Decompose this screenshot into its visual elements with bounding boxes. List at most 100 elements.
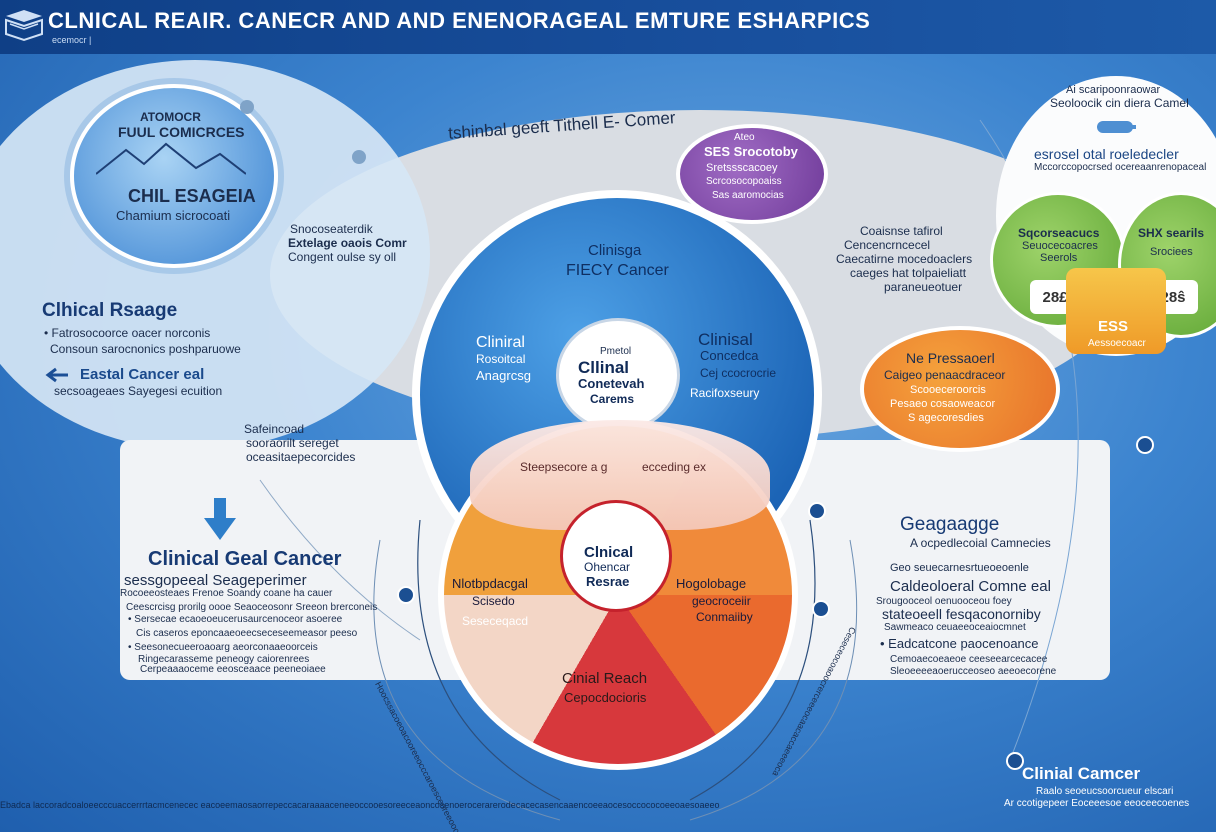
orange-line1: Ne Pressaoerl: [906, 350, 995, 366]
blue-top-line2: FIECY Cancer: [566, 262, 669, 279]
green-right-line2: Srociees: [1150, 246, 1193, 258]
center-line1: Cllinal: [578, 358, 630, 377]
bottom-lower-line1: Cinial Reach: [562, 670, 648, 687]
orbit-dot: [1136, 436, 1154, 454]
left-bottom-line4: Cis caseros eponcaaeoeecseceseemeasor pe…: [136, 628, 358, 639]
blue-right-line3: Cej ccocrocrie: [700, 366, 777, 380]
mid-right-line1: Coaisnse tafirol: [860, 224, 943, 238]
right-bottom-line7: • Eadcatcone paocenoance: [880, 636, 1039, 651]
right-bottom-line6: Sawmeaco ceuaeeoceaiocmnet: [884, 622, 1026, 633]
mid-right-line2: Cencencrncecel: [844, 238, 931, 252]
right-top-line1: Ai scaripoonraowar: [1066, 84, 1161, 96]
orbit-dot: [397, 586, 415, 604]
right-top-line2: Seoloocik cin diera Camel: [1050, 96, 1189, 110]
blue-right-line2: Concedca: [700, 348, 759, 363]
center-line3: Carems: [590, 392, 635, 406]
bottom-left-line1: Nlotbpdacgal: [452, 576, 528, 591]
bottom-top-right: ecceding ex: [642, 460, 707, 474]
blue-left-line2: Rosoitcal: [476, 352, 526, 366]
header-tag: ecemocr |: [52, 35, 92, 45]
right-bottom-line4: Srougooceol oenuooceou foey: [876, 596, 1012, 607]
left-circle-line3: CHIL ESAGEIA: [128, 186, 256, 206]
blue-right-line1: Clinisal: [698, 330, 753, 349]
purple-line5: Sas aaromocias: [712, 190, 784, 201]
right-bottom-line5: stateoeell fesqaconorniby: [882, 606, 1041, 622]
blue-left-line1: Cliniral: [476, 334, 525, 351]
center-line2: Conetevah: [578, 376, 645, 391]
orange-line3: Scooeceroorcis: [910, 384, 986, 396]
left-side-line2: Extelage oaois Comr: [288, 236, 407, 250]
left-block-line2: Consoun sarocnonics poshparuowe: [50, 342, 241, 356]
arrow-down-icon: [204, 498, 236, 540]
left-bottom-line3: • Sersecae ecaoeoeucerusaurcenoceor asoe…: [128, 614, 343, 625]
capsule-icon: [1097, 121, 1136, 133]
bottom-center-circle: [560, 500, 672, 612]
left-lower-line1: Safeincoad: [244, 422, 305, 436]
left-block-heading: Clhical Rsaage: [42, 300, 178, 321]
mid-right-line5: paraneueotuer: [884, 280, 963, 294]
mountain-icon: [96, 142, 246, 175]
page-title: CLNICAL REAIR. CANECR AND AND ENENORAGEA…: [48, 8, 871, 33]
purple-bubble: [676, 124, 828, 224]
blue-top-line1: Clinisga: [588, 242, 642, 259]
left-bottom-sub: sessgopeeal Seageperimer: [124, 572, 307, 589]
right-bottom-line2: Geo seuecarnesrtueoeoenle: [890, 562, 1029, 574]
header-bar: CLNICAL REAIR. CANECR AND AND ENENORAGEA…: [0, 0, 1216, 54]
left-block-subheading: Eastal Cancer eal: [80, 366, 205, 383]
left-bottom-line6: Ringecarasseme peneogy caiorenrees: [138, 654, 310, 665]
center-white-circle: [556, 318, 680, 432]
left-block-line1: • Fatrosocoorce oacer norconis: [44, 326, 211, 340]
left-circle-line1: ATOMOCR: [140, 110, 201, 124]
bottom-center-line1: Clnical: [584, 544, 634, 561]
blue-left-line3: Anagrcsg: [476, 368, 531, 383]
blue-right-line4: Racifoxseury: [690, 386, 760, 400]
right-bottom-line8: Cemoaecoeaeoe ceeseearcecacee: [890, 654, 1048, 665]
orbit-dot: [240, 100, 254, 114]
right-bottom-line9: Sleoeeeeaoerucceoseo aeeoecorene: [890, 666, 1057, 677]
center-small-label: Pmetol: [600, 346, 632, 357]
bottom-left-line2: Scisedo: [472, 594, 515, 608]
bottom-right-heading: Clinial Camcer: [1022, 764, 1141, 783]
yellow-box: [1066, 268, 1166, 354]
orange-line4: Pesaeo cosaoweacor: [890, 398, 996, 410]
green-left-line1: Sqcorseacucs: [1018, 226, 1100, 240]
purple-line2: SES Srocotoby: [704, 144, 798, 159]
bottom-center-line3: Resrae: [586, 574, 630, 589]
purple-line4: Scrcosocopoaiss: [706, 176, 782, 187]
green-left-line3: Seerols: [1040, 252, 1078, 264]
bottom-right-line3: Conmaiiby: [696, 610, 753, 624]
bottom-right-line2: geocroceiir: [692, 594, 751, 608]
left-top-circle: [70, 84, 278, 268]
left-side-line1: Snocoseaterdik: [290, 222, 373, 236]
bottom-top-left: Steepsecore a g: [520, 460, 608, 474]
left-lower-line3: oceasitaepecorcides: [246, 450, 356, 464]
orbit-dot: [1006, 752, 1024, 770]
left-bottom-line5: • Seesonecueeroaoarg aeorconaaeoorceis: [128, 642, 318, 653]
purple-line1: Ateo: [734, 132, 755, 143]
arrow-left-icon: [45, 367, 68, 383]
right-bottom-heading: Geagaagge: [900, 514, 1000, 535]
yellow-line2: Aessoecoacr: [1088, 338, 1146, 349]
purple-line3: Sretssscacoey: [706, 162, 778, 174]
bottom-right-line1: Hogolobage: [676, 576, 747, 591]
right-top-line3: Mccorccopocrsed ocereaanrenopaceal: [1034, 162, 1207, 173]
left-bottom-line2: Ceescrcisg prorilg oooe Seaoceosonr Sree…: [126, 602, 378, 613]
left-circle-line4: Chamium sicrocoati: [116, 208, 231, 223]
right-bottom-line3: Caldeoloeral Comne eal: [890, 578, 1051, 595]
orbit-dot: [352, 150, 366, 164]
green-left-line2: Seuocecoacres: [1022, 240, 1098, 252]
bottom-lower-line2: Cepocdocioris: [564, 690, 647, 705]
right-bottom-line1: A ocpedlecoial Camnecies: [910, 536, 1051, 550]
orbit-dot: [808, 502, 826, 520]
left-bottom-heading: Clinical Geal Cancer: [148, 548, 342, 570]
left-lower-line2: sooraorilt sereget: [246, 436, 339, 450]
bottom-right-line1: Raalo seoeucsoorcueur elscari: [1036, 786, 1174, 797]
mid-right-line4: caeges hat tolpaieliatt: [850, 266, 967, 280]
bottom-left-line3: Seseceqacd: [462, 614, 529, 628]
green-right-line1: SHX searils: [1138, 226, 1205, 240]
left-block-subline: secsoageaes Sayegesi ecuition: [54, 384, 223, 398]
right-top-heading: esrosel otal roeledecler: [1034, 146, 1179, 162]
yellow-line1: ESS: [1098, 318, 1129, 335]
bottom-center-line2: Ohencar: [584, 560, 631, 574]
